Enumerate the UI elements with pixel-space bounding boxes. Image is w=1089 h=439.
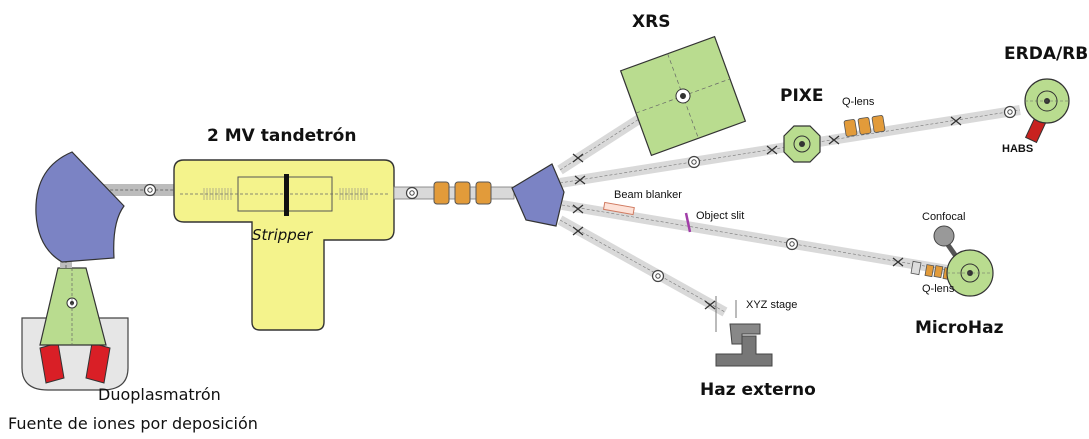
q-lens-bottom-label: Q-lens [922,283,955,295]
source-cone-right [85,342,111,384]
pixe-chamber [783,125,821,163]
pixe-label: PIXE [780,86,824,106]
injector-magnet [35,151,125,263]
microhaz-chamber [946,249,994,297]
q-lens-bottom-2 [924,264,935,278]
beam-blanker [602,201,635,216]
object-slit-label: Object slit [696,210,745,222]
xrs-chamber [619,35,747,157]
switching-magnet [511,163,565,227]
habs-label: HABS [1002,143,1034,155]
xyz-stage [715,296,773,367]
haz-externo-label: Haz externo [700,380,816,400]
duoplasmatron-label: Duoplasmatrón [98,385,221,404]
quad-lens-2 [454,181,471,205]
q-lens-top-3 [871,115,886,133]
object-slit [684,212,692,233]
xyz-stage-label: XYZ stage [746,299,798,311]
erda-rbs-label: ERDA/RBS [1004,44,1089,64]
confocal-label: Confocal [922,211,966,223]
q-lens-bottom-1 [910,260,922,276]
stripper-bar [284,174,289,216]
tandetron-label: 2 MV tandetrón [207,126,357,146]
sputter-source-label: Fuente de iones por deposición [8,414,258,433]
quad-lens-1 [433,181,450,205]
beam-blanker-label: Beam blanker [614,189,682,201]
q-lens-top-1 [843,119,858,137]
confocal-unit [933,225,963,264]
q-lens-top-label: Q-lens [842,96,875,108]
stripper-label: Stripper [252,226,313,244]
q-lens-top-2 [857,117,872,135]
xrs-label: XRS [632,12,671,32]
quad-lens-3 [475,181,492,205]
erda-rbs-chamber [1024,78,1070,144]
microhaz-label: MicroHaz [915,318,1004,338]
q-lens-bottom-3 [933,265,944,279]
